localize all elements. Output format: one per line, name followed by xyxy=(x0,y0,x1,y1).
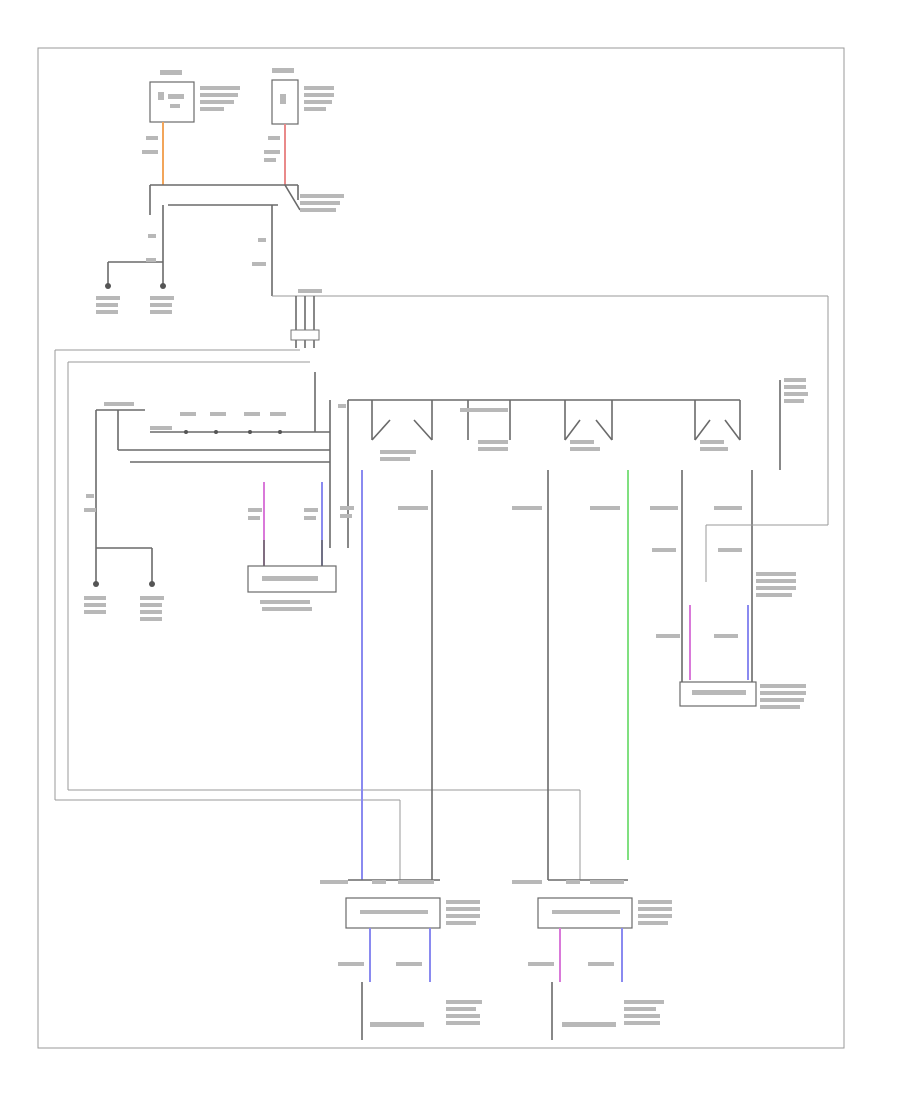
left-switch-block xyxy=(95,372,331,548)
bottom-right-switch xyxy=(537,897,672,929)
connector-c1 xyxy=(290,296,320,348)
ground-point xyxy=(160,283,166,289)
diagram-border xyxy=(37,47,845,1049)
ground-point xyxy=(149,581,155,587)
bottom-left-switch xyxy=(345,897,480,929)
left-motor xyxy=(247,565,337,611)
ground-point xyxy=(105,283,111,289)
right-top-motor xyxy=(679,681,806,709)
switch-4 xyxy=(694,400,741,451)
ground-point xyxy=(93,581,99,587)
fuse-box-left xyxy=(149,70,240,123)
switch-2 xyxy=(460,400,511,451)
fuse-box-right xyxy=(271,68,334,125)
bottom-left-motor xyxy=(370,1000,482,1027)
switch-1 xyxy=(371,400,433,461)
bottom-right-motor xyxy=(562,1000,664,1027)
switch-3 xyxy=(564,400,613,451)
junction-block xyxy=(149,184,344,215)
